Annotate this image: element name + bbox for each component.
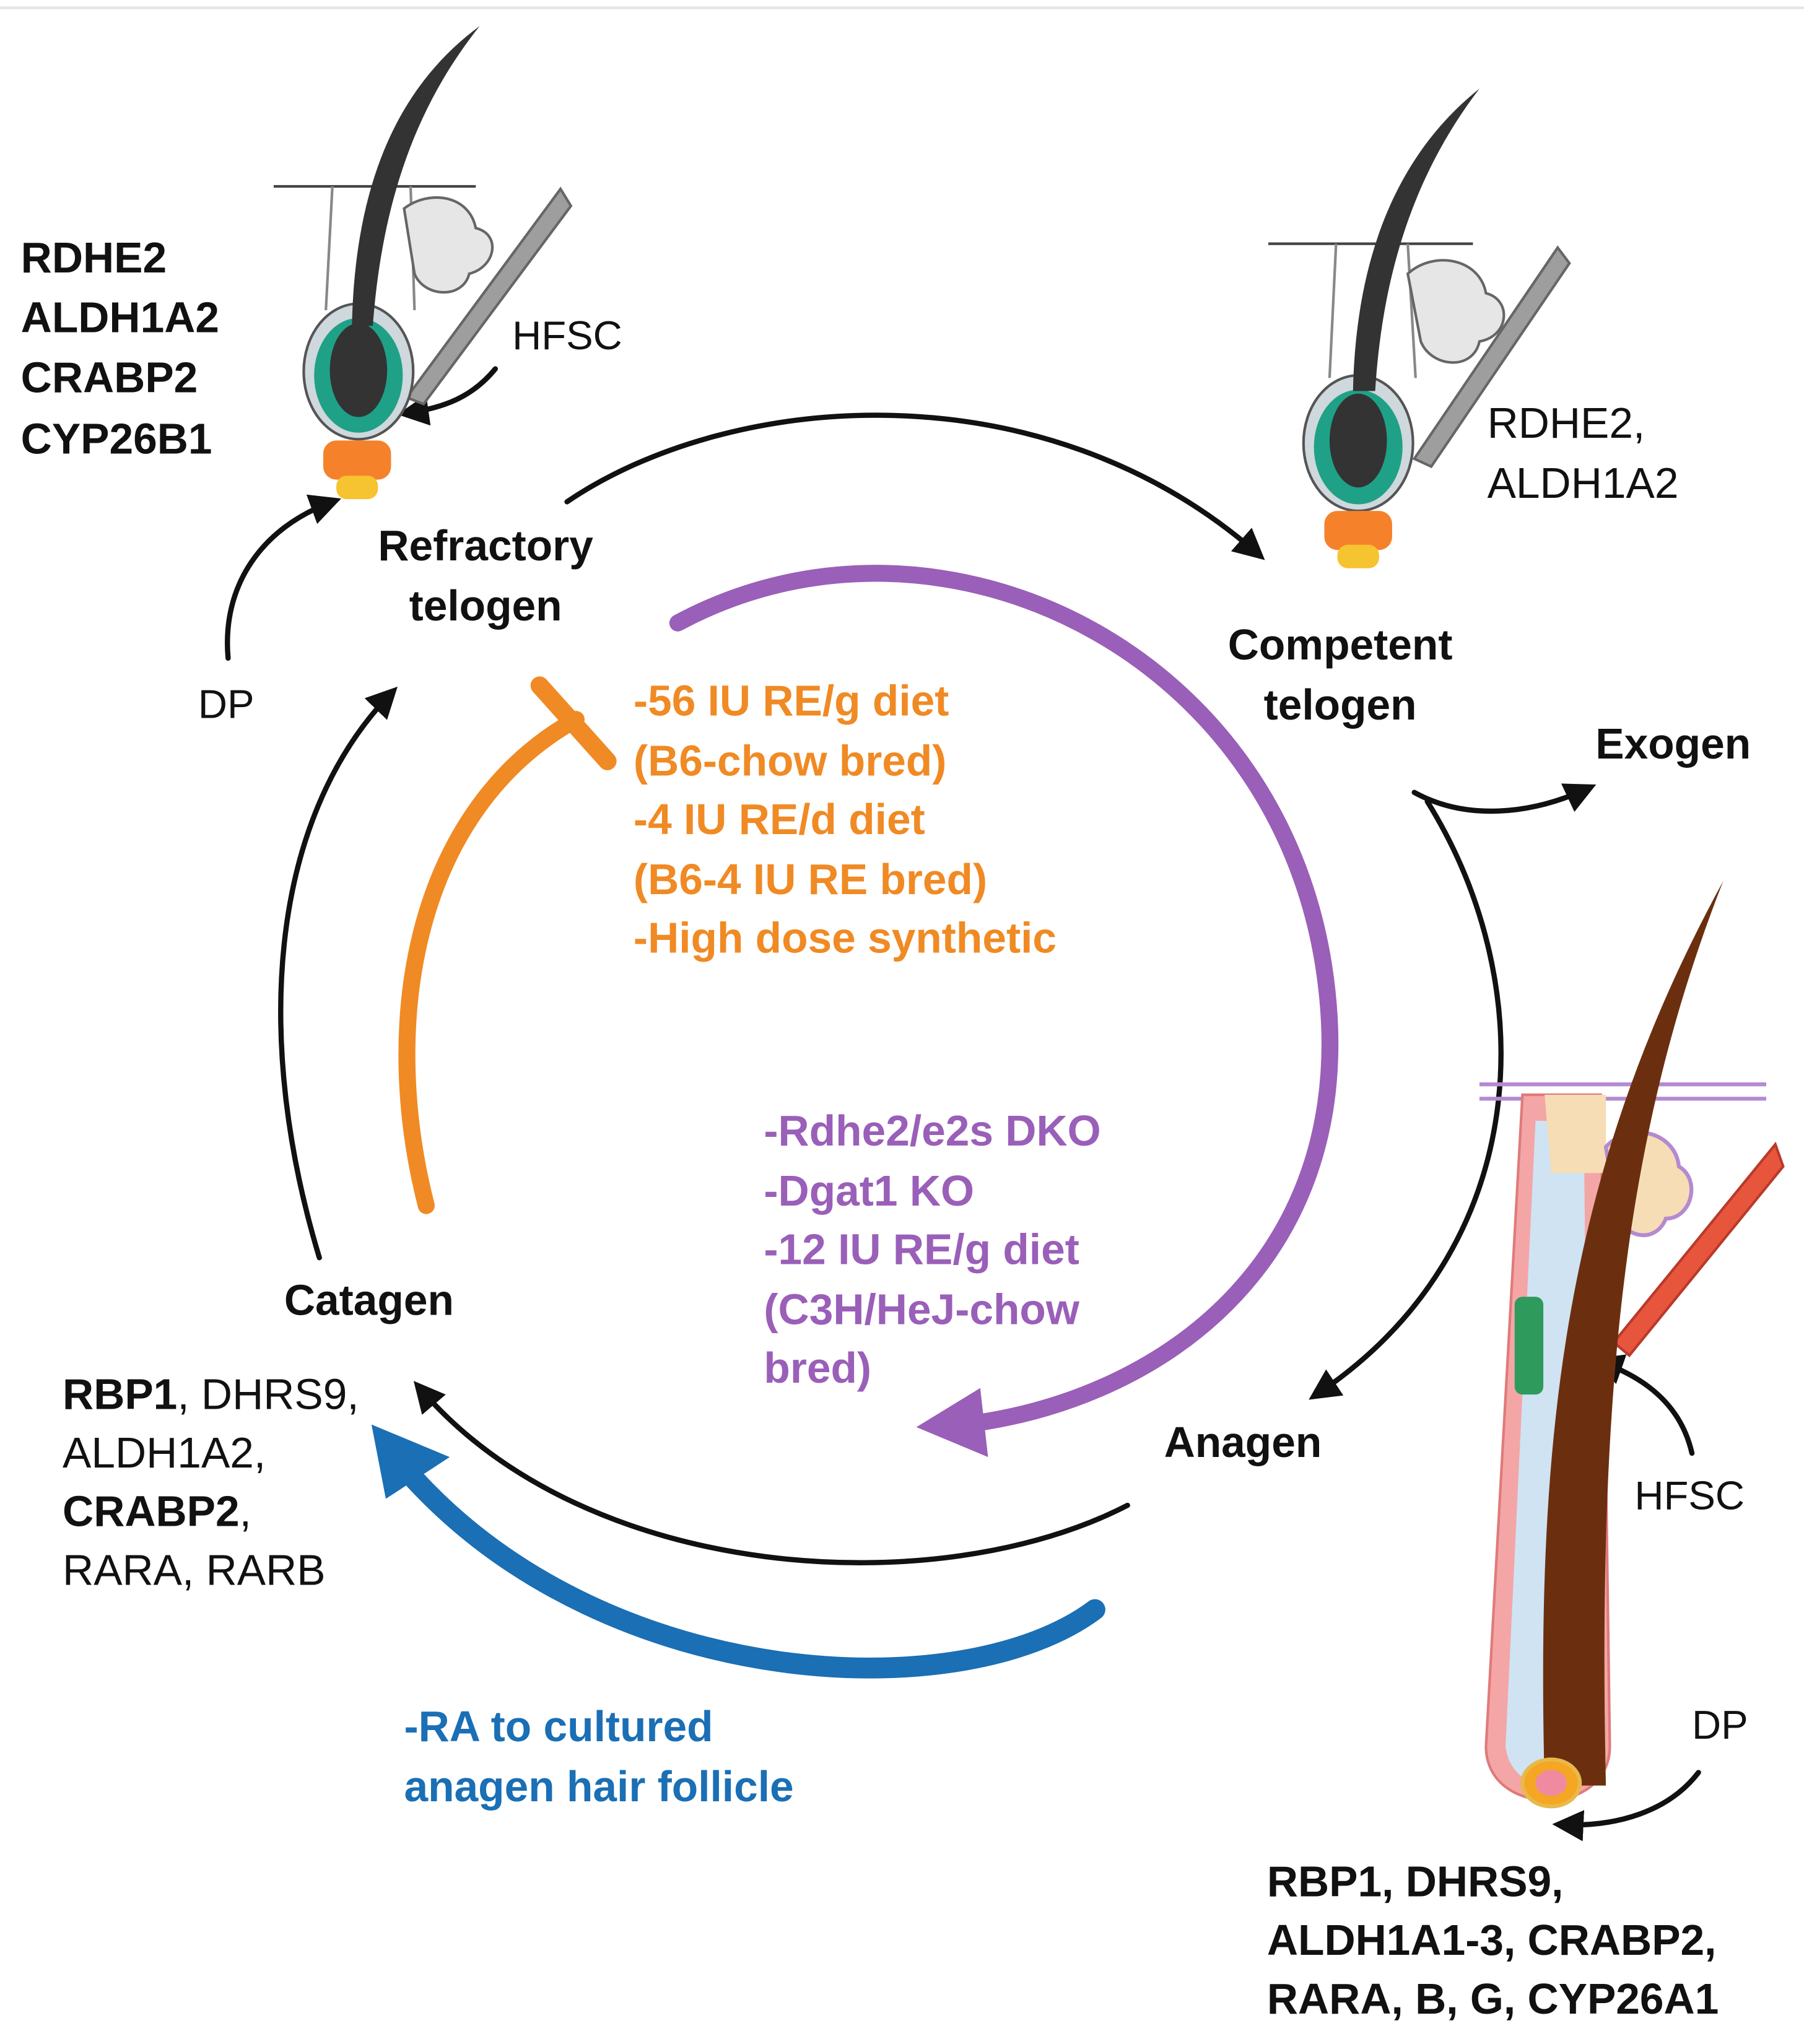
- cycle-arrows: [225, 366, 1701, 1842]
- orange-intervention-list: -56 IU RE/g diet (B6-chow bred) -4 IU RE…: [634, 671, 1057, 968]
- hfsc-label-anagen: HFSC: [1634, 1472, 1745, 1519]
- intervention-line: -High dose synthetic: [633, 913, 1057, 962]
- stage-line: Refractory: [378, 521, 593, 570]
- refractory-gene-list: RDHE2 ALDH1A2 CRABP2 CYP26B1: [21, 228, 219, 469]
- gene-label: RDHE2: [20, 233, 167, 282]
- stage-exogen: Exogen: [1595, 719, 1751, 768]
- gene-label: RARA, B, G, CYP26A1: [1266, 1974, 1719, 2023]
- intervention-line: (B6-4 IU RE bred): [633, 854, 988, 903]
- gene-label: ,: [239, 1487, 251, 1535]
- gene-label: CRABP2: [20, 354, 198, 402]
- arrow-competent-to-anagen: [1309, 799, 1504, 1400]
- intervention-line: -RA to cultured: [404, 1702, 713, 1750]
- gene-label: ALDH1A1-3, CRABP2,: [1266, 1915, 1717, 1964]
- gene-label: RBP1, DHRS9,: [1266, 1857, 1564, 1906]
- gene-label: ALDH1A2: [20, 293, 220, 342]
- gene-line: CRABP2,: [63, 1483, 359, 1541]
- gene-label: CYP26B1: [20, 414, 212, 463]
- competent-gene-list: RDHE2, ALDH1A2: [1488, 394, 1679, 514]
- gene-label: ALDH1A2: [1487, 459, 1679, 508]
- dp-label-left: DP: [198, 681, 255, 728]
- gene-line: RARA, RARB: [63, 1541, 359, 1599]
- arrow-dp-left: [225, 494, 341, 661]
- refractory-follicle-illustration: [274, 26, 573, 500]
- arrow-dp-anagen: [1552, 1770, 1701, 1842]
- anagen-gene-list: RBP1, DHRS9, ALDH1A1-3, CRABP2, RARA, B,…: [1267, 1853, 1719, 2029]
- orange-inhibition: [398, 676, 617, 1214]
- blue-arrow: [371, 1424, 1105, 1679]
- arrow-hfsc-anagen: [1592, 1354, 1695, 1456]
- intervention-line: -56 IU RE/g diet: [633, 676, 949, 725]
- stage-line: telogen: [1263, 679, 1417, 728]
- gene-line: RBP1, DHRS9,: [63, 1366, 359, 1424]
- intervention-line: -4 IU RE/d diet: [633, 795, 925, 843]
- anagen-follicle-illustration: [1479, 881, 1785, 1809]
- gene-label: ALDH1A2,: [63, 1428, 266, 1477]
- intervention-line: (C3H/HeJ-chow: [764, 1284, 1079, 1333]
- arrow-anagen-to-catagen: [413, 1381, 1130, 1565]
- blue-intervention-list: -RA to cultured anagen hair follicle: [404, 1697, 793, 1816]
- stage-catagen: Catagen: [284, 1276, 454, 1324]
- intervention-line: anagen hair follicle: [404, 1761, 794, 1810]
- gene-label-bold: RBP1: [63, 1370, 178, 1419]
- stage-line: telogen: [409, 580, 562, 629]
- purple-arrow: [669, 565, 1339, 1458]
- dp-label-anagen: DP: [1692, 1702, 1748, 1748]
- intervention-line: (B6-chow bred): [633, 736, 947, 785]
- gene-line: ALDH1A2,: [63, 1424, 359, 1482]
- intervention-line: bred): [764, 1344, 872, 1393]
- arrow-to-exogen: [1411, 783, 1597, 814]
- intervention-line: -12 IU RE/g diet: [764, 1225, 1079, 1274]
- gene-label: RARA, RARB: [63, 1545, 326, 1594]
- gene-label-bold: CRABP2: [63, 1487, 240, 1535]
- stage-refractory-telogen: Refractory telogen: [378, 516, 593, 635]
- arrow-refractory-to-competent: [564, 412, 1265, 560]
- stage-anagen: Anagen: [1164, 1418, 1322, 1466]
- catagen-gene-list: RBP1, DHRS9, ALDH1A2, CRABP2, RARA, RARB: [63, 1366, 359, 1600]
- stage-line: Competent: [1227, 620, 1453, 669]
- purple-intervention-list: -Rdhe2/e2s DKO -Dgat1 KO -12 IU RE/g die…: [764, 1102, 1100, 1398]
- hfsc-label-top: HFSC: [512, 313, 622, 359]
- arrow-hfsc-top: [397, 366, 499, 426]
- gene-label: , DHRS9,: [177, 1370, 359, 1419]
- gene-label: RDHE2,: [1487, 399, 1645, 447]
- competent-follicle-illustration: [1268, 89, 1571, 568]
- intervention-line: -Rdhe2/e2s DKO: [764, 1106, 1101, 1155]
- stage-competent-telogen: Competent telogen: [1228, 615, 1453, 734]
- intervention-line: -Dgat1 KO: [764, 1165, 975, 1214]
- arrow-catagen-to-refractory: [278, 686, 398, 1261]
